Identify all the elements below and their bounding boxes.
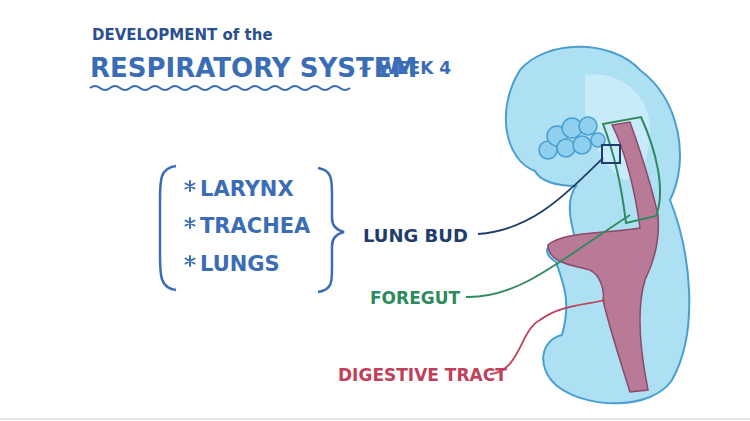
embryo-body [506, 47, 689, 404]
foregut-outline [603, 117, 660, 223]
digestive-tube [548, 122, 658, 392]
leader-line [490, 300, 605, 374]
structure-label: FOREGUT [370, 290, 460, 307]
frame-line [0, 419, 750, 420]
structure-label: LUNG BUD [363, 227, 468, 245]
lung-bud-box [602, 145, 620, 163]
leader-line [466, 215, 630, 297]
organ-label: LUNGS [200, 254, 280, 275]
pharyngeal-arches [539, 117, 605, 159]
organ-label: TRACHEA [200, 216, 310, 237]
leader-line [478, 158, 603, 234]
subtitle-text: DEVELOPMENT of the [92, 28, 273, 43]
week-label: ~ WEEK 4 [358, 60, 451, 77]
left-bracket [160, 166, 176, 290]
title-underline [90, 86, 350, 90]
right-brace [318, 168, 344, 292]
bullet-asterisks [186, 181, 195, 266]
organ-label: LARYNX [200, 179, 294, 200]
structure-label: DIGESTIVE TRACT [338, 367, 507, 384]
